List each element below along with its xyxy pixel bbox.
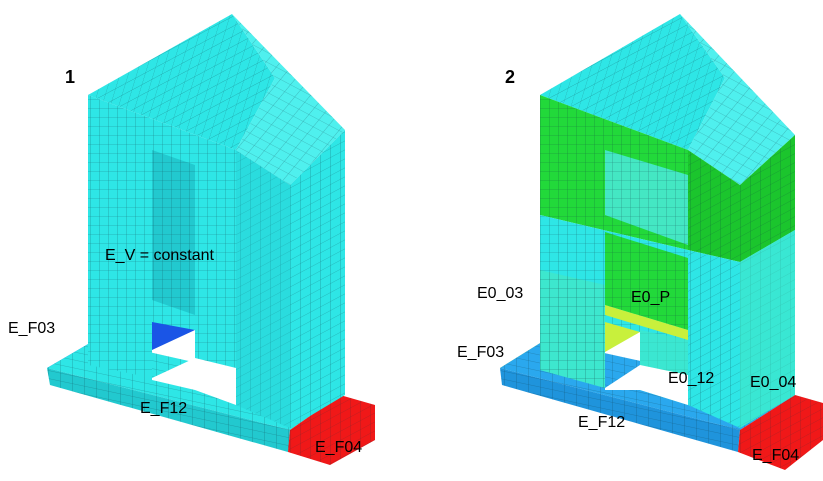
- label-ef04: E_F04: [315, 439, 362, 456]
- upper-opening: [605, 150, 688, 245]
- label-e0-04: E0_04: [750, 374, 796, 391]
- label-ef03: E_F03: [8, 320, 55, 337]
- label-ef04: E_F04: [752, 447, 799, 464]
- foundation-f04-right: [738, 395, 823, 470]
- pier-panel-e0p: [605, 232, 688, 340]
- roof-left: [540, 14, 725, 150]
- label-ef12: E_F12: [578, 414, 625, 431]
- label-e0-03: E0_03: [477, 285, 523, 302]
- door-opening: [152, 358, 236, 405]
- label-e0-12: E0_12: [668, 370, 714, 387]
- upper-opening: [152, 150, 195, 315]
- label-ef12: E_F12: [140, 400, 187, 417]
- roof-right: [232, 14, 345, 185]
- panel-number: 2: [505, 67, 515, 87]
- roof-left: [88, 14, 275, 150]
- label-ev: E_V = constant: [105, 247, 215, 264]
- roof-right: [680, 14, 795, 185]
- label-ef03: E_F03: [457, 344, 504, 361]
- side-wall: [688, 135, 795, 428]
- panel-number: 1: [65, 67, 75, 87]
- foundation-f04-right: [288, 395, 375, 465]
- side-wall: [236, 130, 345, 428]
- panel-1: 1 E_V = constant E_F03 E_F12 E_F04: [8, 14, 375, 465]
- panel-2: 2 E0_03 E0_P E_F03 E0_12 E0_04 E_F12 E_F…: [457, 14, 823, 470]
- label-e0p: E0_P: [631, 289, 670, 306]
- door-opening: [605, 365, 688, 405]
